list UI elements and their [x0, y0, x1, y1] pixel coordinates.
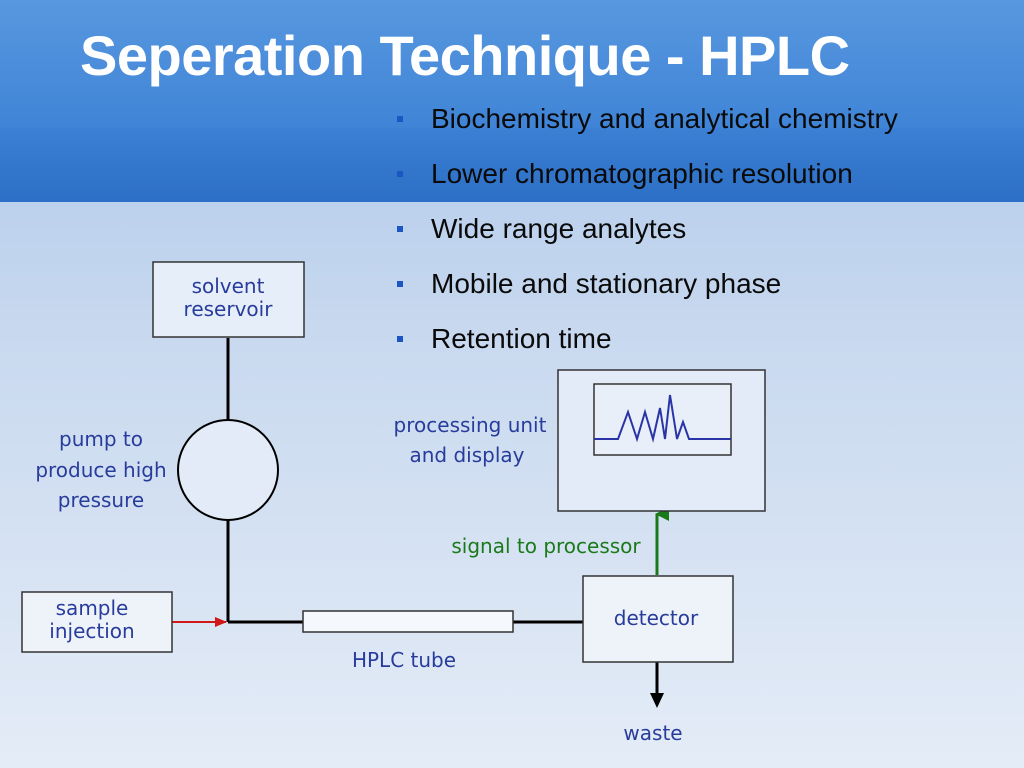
pump-label-1: pump to [59, 427, 143, 451]
detector-label: detector [614, 606, 699, 630]
bullet-marker-icon [397, 281, 403, 287]
solvent-reservoir-box [152, 261, 305, 338]
bullet-text: Biochemistry and analytical chemistry [431, 103, 898, 134]
bullet-item: Wide range analytes [395, 210, 898, 265]
waste-label: waste [623, 721, 682, 745]
bullet-text: Mobile and stationary phase [431, 268, 782, 299]
processing-unit-label-1: processing unit [394, 413, 547, 437]
chromatogram-trace [594, 394, 731, 443]
hplc-tube-label: HPLC tube [352, 648, 456, 672]
sample-injection-label-2: injection [49, 619, 134, 643]
bullet-text: Retention time [431, 323, 612, 354]
bullet-item: Mobile and stationary phase [395, 265, 898, 320]
bullet-marker-icon [397, 171, 403, 177]
bullet-text: Lower chromatographic resolution [431, 158, 853, 189]
bullet-marker-icon [397, 226, 403, 232]
sample-injection-label-1: sample [56, 596, 129, 620]
title-band [0, 0, 1024, 202]
signal-label: signal to processor [451, 534, 641, 558]
bullet-item: Biochemistry and analytical chemistry [395, 100, 898, 155]
sample-injection-box [21, 591, 173, 653]
bullet-item: Lower chromatographic resolution [395, 155, 898, 210]
pump-label-2: produce high [35, 458, 166, 482]
slide-title: Seperation Technique - HPLC [80, 24, 850, 87]
solvent-reservoir-label-1: solvent [192, 274, 265, 298]
bullet-text: Wide range analytes [431, 213, 687, 244]
title-band-gloss [0, 0, 1024, 128]
pump-label-3: pressure [58, 488, 144, 512]
processing-unit-label-2: and display [410, 443, 525, 467]
title-band-lower [0, 128, 1024, 202]
bullet-marker-icon [397, 336, 403, 342]
pump-circle [177, 419, 279, 521]
bullet-list: Biochemistry and analytical chemistry Lo… [395, 100, 898, 375]
detector-box [582, 575, 734, 663]
bullet-item: Retention time [395, 320, 898, 375]
bullet-marker-icon [397, 116, 403, 122]
solvent-reservoir-label-2: reservoir [184, 297, 274, 321]
hplc-tube [302, 610, 514, 633]
waste-arrow-icon [650, 693, 664, 708]
